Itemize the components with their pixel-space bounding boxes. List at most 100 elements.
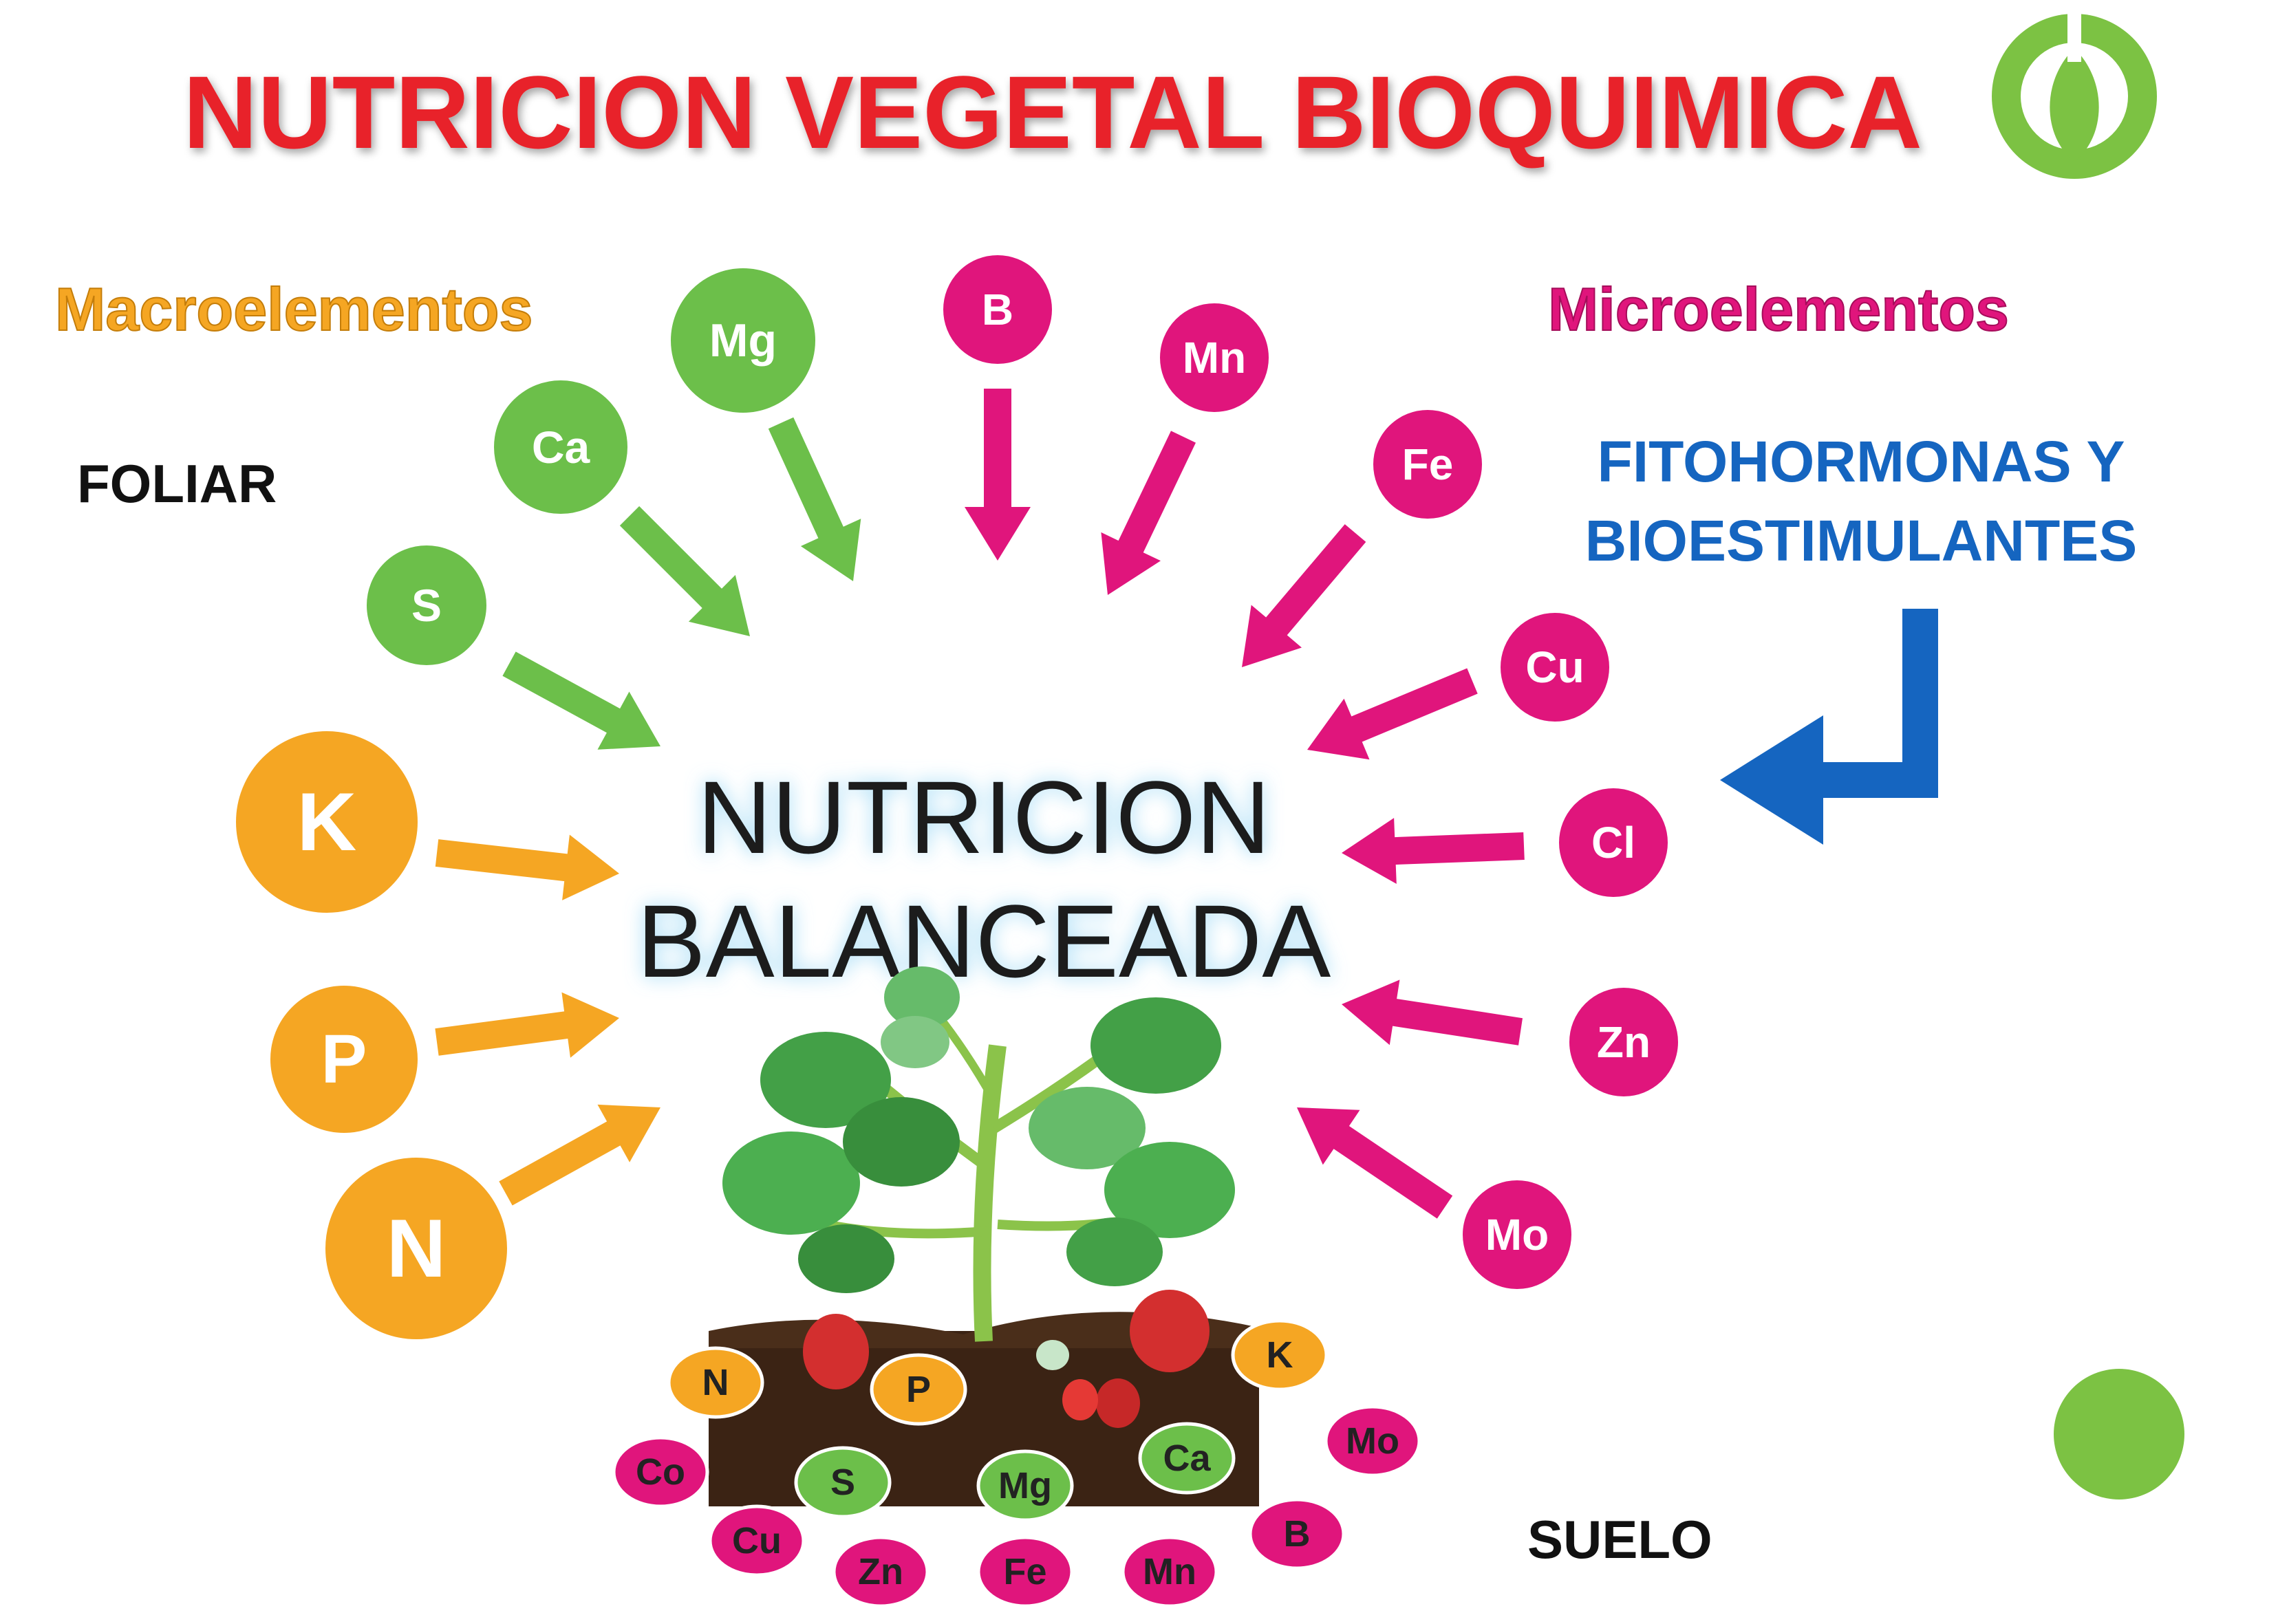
soil-b-shape	[1248, 1497, 1346, 1570]
bubble-fe-circle	[1369, 406, 1486, 523]
soil-n-label: N	[702, 1362, 729, 1403]
soil-mn: Mn	[1121, 1535, 1218, 1608]
bubble-n-label: N	[387, 1202, 447, 1295]
microelementos-label: Microelementos	[1548, 275, 2009, 343]
arrow-p	[435, 992, 619, 1058]
bubble-p-circle	[266, 982, 422, 1137]
bubble-cl-label: Cl	[1591, 818, 1635, 867]
soil-s-label: S	[830, 1462, 855, 1503]
bubble-ca: Ca	[490, 376, 632, 518]
soil-cu-label: Cu	[732, 1520, 782, 1561]
bubble-mg-circle	[667, 264, 819, 417]
bubble-cu-label: Cu	[1525, 642, 1584, 692]
soil-co: Co	[612, 1436, 709, 1508]
soil-fe-label: Fe	[1003, 1551, 1046, 1592]
bubble-mo-label: Mo	[1485, 1210, 1549, 1259]
foliar-label: FOLIAR	[77, 453, 277, 514]
arrow-n	[499, 1104, 660, 1206]
bubble-b: B	[939, 251, 1056, 368]
page-title: NUTRICION VEGETAL BIOQUIMICA	[183, 54, 1922, 170]
soil-b-label: B	[1284, 1513, 1311, 1555]
soil-k: K	[1231, 1319, 1329, 1392]
bubble-p: P	[266, 982, 422, 1137]
bubble-cl: Cl	[1555, 784, 1672, 901]
soil-mg-shape	[976, 1449, 1074, 1522]
bubble-b-circle	[939, 251, 1056, 368]
soil-mo-shape	[1324, 1405, 1421, 1477]
soil-cu: Cu	[708, 1504, 806, 1577]
bubble-mn-label: Mn	[1183, 333, 1246, 382]
arrow-cu	[1307, 668, 1478, 760]
soil-zn-shape	[832, 1535, 930, 1608]
soil-p-shape	[870, 1353, 967, 1426]
arrow-b	[965, 389, 1031, 561]
bubble-ca-label: Ca	[532, 422, 591, 473]
return-arrow-icon	[1720, 609, 1938, 845]
bubble-cu-circle	[1496, 609, 1613, 726]
bubble-mg-label: Mg	[709, 314, 777, 367]
arrow-mo	[1297, 1107, 1453, 1219]
soil-s: S	[794, 1446, 892, 1519]
arrow-k	[435, 834, 619, 900]
arrow-mg	[768, 417, 861, 581]
soil-ca: Ca	[1138, 1422, 1236, 1495]
soil-mn-shape	[1121, 1535, 1218, 1608]
soil-zn-label: Zn	[858, 1551, 903, 1592]
bubble-b-label: B	[982, 285, 1013, 334]
soil-s-shape	[794, 1446, 892, 1519]
center-line1: NUTRICION	[697, 759, 1270, 875]
bubble-k: K	[232, 727, 422, 917]
soil-n: N	[667, 1346, 764, 1419]
soil-ca-label: Ca	[1163, 1438, 1211, 1479]
bubble-ca-circle	[490, 376, 632, 518]
center-text-group: NUTRICION BALANCEADA	[637, 759, 1331, 999]
soil-k-shape	[1231, 1319, 1329, 1392]
soil-cu-shape	[708, 1504, 806, 1577]
bubble-mn-circle	[1156, 299, 1273, 416]
hormones-line1: FITOHORMONAS Y	[1598, 429, 2125, 494]
bubble-cu: Cu	[1496, 609, 1613, 726]
bubble-mo: Mo	[1459, 1176, 1576, 1293]
soil-n-shape	[667, 1346, 764, 1419]
bubble-k-label: K	[297, 776, 357, 868]
arrow-ca	[619, 506, 750, 636]
bubble-mg: Mg	[667, 264, 819, 417]
arrows-layer	[435, 389, 1525, 1219]
soil-b: B	[1248, 1497, 1346, 1570]
bubble-n: N	[321, 1154, 511, 1343]
soil-ca-shape	[1138, 1422, 1236, 1495]
soil-mg: Mg	[976, 1449, 1074, 1522]
bubble-mn: Mn	[1156, 299, 1273, 416]
bubble-zn-label: Zn	[1597, 1017, 1651, 1067]
center-line2: BALANCEADA	[637, 883, 1331, 999]
arrow-mn	[1101, 431, 1196, 595]
bubble-s-label: S	[411, 580, 442, 631]
bubble-fe: Fe	[1369, 406, 1486, 523]
soil-co-label: Co	[636, 1451, 685, 1493]
soil-p: P	[870, 1353, 967, 1426]
bubble-cl-circle	[1555, 784, 1672, 901]
soil-mg-label: Mg	[998, 1465, 1052, 1506]
bubble-s-circle	[363, 541, 491, 669]
bubble-s: S	[363, 541, 491, 669]
bubble-p-label: P	[321, 1021, 367, 1098]
soil-mn-label: Mn	[1143, 1551, 1196, 1592]
bubble-mo-circle	[1459, 1176, 1576, 1293]
green-dot-icon	[2054, 1369, 2184, 1500]
soil-mo: Mo	[1324, 1405, 1421, 1477]
soil-k-label: K	[1267, 1334, 1293, 1376]
arrow-s	[502, 651, 660, 750]
hormones-line2: BIOESTIMULANTES	[1585, 508, 2138, 573]
soil-p-label: P	[906, 1369, 931, 1410]
soil-mo-label: Mo	[1346, 1420, 1399, 1462]
bubble-k-circle	[232, 727, 422, 917]
bubble-zn: Zn	[1565, 984, 1682, 1101]
arrow-zn	[1342, 979, 1523, 1046]
logo-icon	[1992, 14, 2157, 179]
suelo-label: SUELO	[1527, 1509, 1712, 1570]
soil-fe: Fe	[976, 1535, 1074, 1608]
bubble-zn-circle	[1565, 984, 1682, 1101]
